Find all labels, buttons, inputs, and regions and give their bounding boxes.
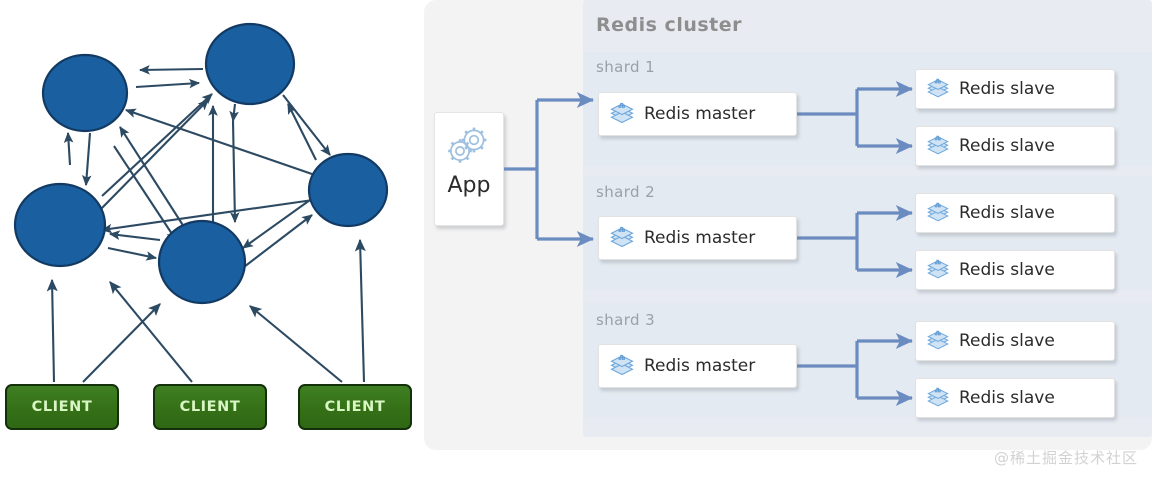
redis-master-box[interactable]: Redis master bbox=[598, 92, 797, 136]
database-stack-icon bbox=[927, 78, 949, 98]
redis-slave-box[interactable]: Redis slave bbox=[915, 378, 1115, 418]
redis-slave-box[interactable]: Redis slave bbox=[915, 126, 1115, 166]
shard-label: shard 2 bbox=[596, 183, 656, 201]
client-label: CLIENT bbox=[179, 399, 241, 415]
client-label: CLIENT bbox=[31, 399, 93, 415]
client-box[interactable]: CLIENT bbox=[5, 384, 119, 430]
shard-label: shard 3 bbox=[596, 311, 656, 329]
mesh-nodes bbox=[13, 22, 389, 305]
app-label: App bbox=[447, 173, 491, 198]
client-box[interactable]: CLIENT bbox=[153, 384, 267, 430]
shard-label: shard 1 bbox=[596, 58, 656, 76]
mesh-network-panel: CLIENT CLIENT CLIENT bbox=[0, 0, 420, 480]
gears-icon bbox=[448, 127, 487, 163]
redis-slave-label: Redis slave bbox=[959, 203, 1055, 223]
redis-master-label: Redis master bbox=[644, 228, 756, 248]
redis-slave-box[interactable]: Redis slave bbox=[915, 321, 1115, 361]
redis-master-label: Redis master bbox=[644, 104, 756, 124]
redis-slave-box[interactable]: Redis slave bbox=[915, 193, 1115, 233]
redis-slave-label: Redis slave bbox=[959, 136, 1055, 156]
app-box[interactable]: App bbox=[434, 112, 504, 226]
client-box[interactable]: CLIENT bbox=[298, 384, 412, 430]
redis-slave-label: Redis slave bbox=[959, 331, 1055, 351]
mesh-network-graphic bbox=[13, 22, 389, 383]
database-stack-icon bbox=[610, 354, 634, 376]
database-stack-icon bbox=[927, 330, 949, 350]
database-stack-icon bbox=[927, 135, 949, 155]
database-stack-icon bbox=[927, 387, 949, 407]
redis-cluster-panel: App Redis cluster shard 1 shard 2 shard … bbox=[424, 0, 1152, 450]
watermark: @稀土掘金技术社区 bbox=[993, 449, 1138, 467]
redis-master-label: Redis master bbox=[644, 356, 756, 376]
redis-slave-label: Redis slave bbox=[959, 79, 1055, 99]
database-stack-icon bbox=[927, 259, 949, 279]
redis-slave-label: Redis slave bbox=[959, 388, 1055, 408]
database-stack-icon bbox=[610, 102, 634, 124]
database-stack-icon bbox=[610, 226, 634, 248]
redis-master-box[interactable]: Redis master bbox=[598, 344, 797, 388]
database-stack-icon bbox=[927, 202, 949, 222]
client-edges bbox=[46, 238, 366, 383]
client-label: CLIENT bbox=[324, 399, 386, 415]
redis-slave-box[interactable]: Redis slave bbox=[915, 69, 1115, 109]
redis-master-box[interactable]: Redis master bbox=[598, 216, 797, 260]
redis-slave-label: Redis slave bbox=[959, 260, 1055, 280]
mesh-edges bbox=[63, 65, 331, 271]
redis-slave-box[interactable]: Redis slave bbox=[915, 250, 1115, 290]
cluster-title: Redis cluster bbox=[596, 14, 743, 36]
